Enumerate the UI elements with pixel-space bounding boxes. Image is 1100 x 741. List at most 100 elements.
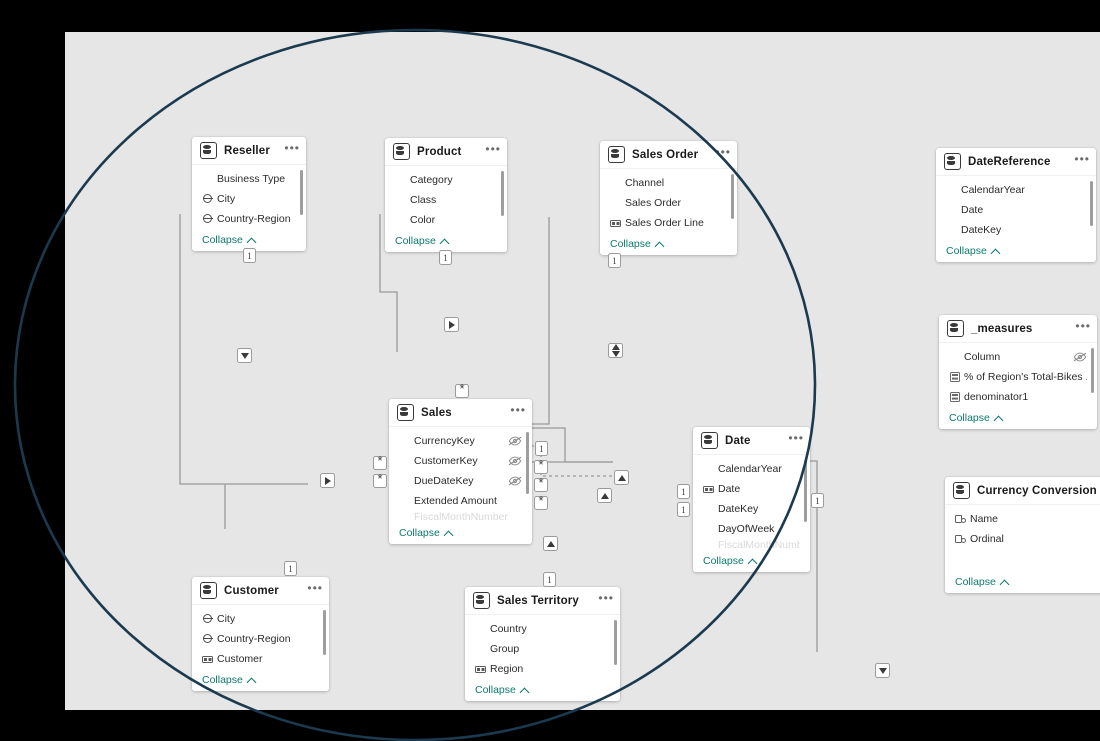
- table-menu-icon[interactable]: •••: [510, 403, 526, 417]
- field-row[interactable]: Extended Amount: [389, 491, 532, 511]
- table-header-measures[interactable]: _measures•••: [939, 315, 1097, 343]
- field-row[interactable]: Country-Region: [192, 629, 329, 649]
- table-card-currency-conversion[interactable]: Currency Conversion••• NameOrdinalCollaps…: [945, 477, 1100, 593]
- table-header-datereference[interactable]: DateReference•••: [936, 148, 1096, 176]
- field-row[interactable]: DateKey: [936, 220, 1096, 240]
- cardinality-one-badge[interactable]: 1: [243, 248, 256, 263]
- hidden-field-icon[interactable]: [508, 436, 522, 446]
- filter-direction-down-icon[interactable]: [237, 348, 252, 363]
- filter-direction-right-icon[interactable]: [320, 473, 335, 488]
- table-scrollbar[interactable]: [1091, 348, 1094, 393]
- field-row[interactable]: CalendarYear: [936, 180, 1096, 200]
- field-row[interactable]: City: [192, 189, 306, 209]
- hidden-field-icon[interactable]: [508, 476, 522, 486]
- field-row[interactable]: Color: [385, 210, 507, 230]
- table-header-date[interactable]: Date•••: [693, 427, 810, 455]
- cardinality-one-badge[interactable]: 1: [811, 493, 824, 508]
- field-row[interactable]: CustomerKey: [389, 451, 532, 471]
- table-scrollbar[interactable]: [614, 620, 617, 665]
- field-row[interactable]: denominator1: [939, 387, 1097, 407]
- filter-direction-right-icon[interactable]: [444, 317, 459, 332]
- table-menu-icon[interactable]: •••: [715, 145, 731, 159]
- field-row[interactable]: Column: [939, 347, 1097, 367]
- cardinality-many-badge[interactable]: *: [455, 382, 469, 398]
- field-row[interactable]: Customer: [192, 649, 329, 669]
- filter-direction-both-icon[interactable]: [608, 343, 623, 358]
- collapse-button[interactable]: Collapse: [475, 684, 529, 696]
- field-row[interactable]: Sales Order: [600, 193, 737, 213]
- field-row[interactable]: CalendarYear: [693, 459, 810, 479]
- field-row[interactable]: Ordinal: [945, 529, 1100, 549]
- field-row[interactable]: Country-Region: [192, 209, 306, 229]
- table-scrollbar[interactable]: [501, 171, 504, 216]
- table-scrollbar[interactable]: [526, 432, 529, 494]
- cardinality-many-badge[interactable]: *: [373, 472, 387, 488]
- cardinality-one-badge[interactable]: 1: [677, 502, 690, 517]
- table-menu-icon[interactable]: •••: [485, 142, 501, 156]
- table-menu-icon[interactable]: •••: [307, 581, 323, 595]
- table-header-reseller[interactable]: Reseller•••: [192, 137, 306, 165]
- field-row[interactable]: CurrencyKey: [389, 431, 532, 451]
- filter-direction-up-icon[interactable]: [614, 470, 629, 485]
- cardinality-many-badge[interactable]: *: [534, 476, 548, 492]
- table-scrollbar[interactable]: [1090, 181, 1093, 226]
- table-menu-icon[interactable]: •••: [1075, 319, 1091, 333]
- table-header-currency-conversion[interactable]: Currency Conversion•••: [945, 477, 1100, 505]
- field-row[interactable]: City: [192, 609, 329, 629]
- field-row[interactable]: Class: [385, 190, 507, 210]
- cardinality-one-badge[interactable]: 1: [439, 250, 452, 265]
- collapse-button[interactable]: Collapse: [202, 674, 256, 686]
- table-scrollbar[interactable]: [323, 610, 326, 655]
- table-scrollbar[interactable]: [300, 170, 303, 215]
- field-row[interactable]: DayOfWeek: [693, 519, 810, 539]
- filter-direction-up-icon[interactable]: [597, 488, 612, 503]
- table-header-product[interactable]: Product•••: [385, 138, 507, 166]
- collapse-button[interactable]: Collapse: [395, 235, 449, 247]
- cardinality-one-badge[interactable]: 1: [677, 484, 690, 499]
- cardinality-many-badge[interactable]: *: [534, 458, 548, 474]
- cardinality-one-badge[interactable]: 1: [535, 441, 548, 456]
- field-row[interactable]: Sales Order Line: [600, 213, 737, 233]
- table-menu-icon[interactable]: •••: [1074, 152, 1090, 166]
- table-scrollbar[interactable]: [731, 174, 734, 219]
- field-row[interactable]: Channel: [600, 173, 737, 193]
- cardinality-many-badge[interactable]: *: [373, 454, 387, 470]
- table-header-sales-territory[interactable]: Sales Territory•••: [465, 587, 620, 615]
- collapse-button[interactable]: Collapse: [949, 412, 1003, 424]
- hidden-field-icon[interactable]: [1073, 352, 1087, 362]
- collapse-button[interactable]: Collapse: [955, 576, 1009, 588]
- filter-direction-down-icon[interactable]: [875, 663, 890, 678]
- field-row[interactable]: DueDateKey: [389, 471, 532, 491]
- hidden-field-icon[interactable]: [508, 456, 522, 466]
- field-row[interactable]: Group: [465, 639, 620, 659]
- table-menu-icon[interactable]: •••: [598, 591, 614, 605]
- cardinality-many-badge[interactable]: *: [534, 494, 548, 510]
- table-header-customer[interactable]: Customer•••: [192, 577, 329, 605]
- collapse-button[interactable]: Collapse: [703, 555, 757, 567]
- collapse-button[interactable]: Collapse: [399, 527, 453, 539]
- table-header-sales[interactable]: Sales•••: [389, 399, 532, 427]
- field-row[interactable]: DateKey: [693, 499, 810, 519]
- table-header-sales-order[interactable]: Sales Order•••: [600, 141, 737, 169]
- field-row[interactable]: Name: [945, 509, 1100, 529]
- table-scrollbar[interactable]: [804, 460, 807, 522]
- collapse-button[interactable]: Collapse: [946, 245, 1000, 257]
- table-menu-icon[interactable]: •••: [788, 431, 804, 445]
- table-menu-icon[interactable]: •••: [284, 141, 300, 155]
- filter-direction-up-icon[interactable]: [543, 536, 558, 551]
- field-row[interactable]: Region: [465, 659, 620, 679]
- field-row[interactable]: Date: [693, 479, 810, 499]
- field-row[interactable]: Country: [465, 619, 620, 639]
- cardinality-one-badge[interactable]: 1: [543, 572, 556, 587]
- cardinality-one-badge[interactable]: 1: [284, 561, 297, 576]
- field-row[interactable]: Date: [936, 200, 1096, 220]
